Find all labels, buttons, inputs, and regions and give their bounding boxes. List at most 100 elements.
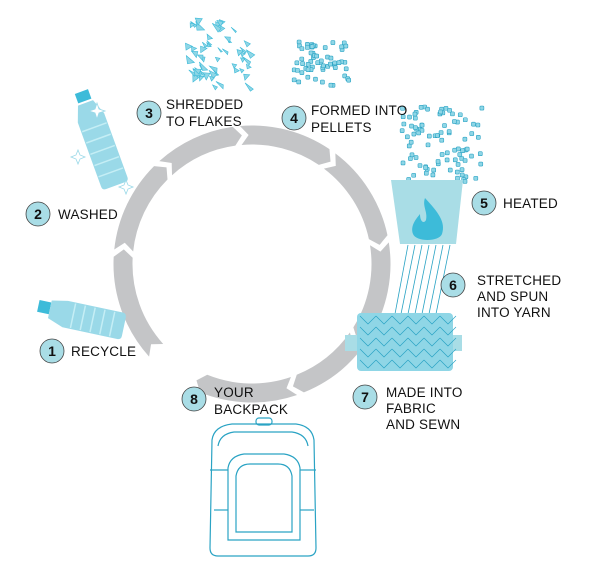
pellet: [417, 163, 423, 168]
backpack-icon: [209, 417, 317, 557]
pellet: [412, 111, 418, 117]
yarn-line: [359, 337, 377, 347]
pellet: [409, 152, 415, 158]
pellet: [438, 130, 444, 135]
cycle-arrow-segment: [113, 249, 164, 357]
flake: [189, 22, 196, 29]
flake: [206, 41, 212, 48]
pellet: [478, 161, 484, 167]
pellet: [296, 79, 302, 85]
pellet: [419, 122, 425, 128]
sparkle-icons: [69, 101, 135, 196]
pellet: [450, 111, 455, 117]
step-number: 5: [480, 195, 488, 211]
pellet: [459, 172, 465, 178]
flake: [208, 75, 215, 82]
flake: [206, 40, 213, 46]
pellet: [400, 114, 406, 120]
pellet: [471, 121, 476, 127]
pellet: [473, 175, 479, 181]
pellet: [418, 104, 424, 110]
flake: [198, 75, 205, 82]
pellet: [475, 122, 481, 128]
pellet: [305, 62, 311, 67]
flake: [231, 63, 238, 69]
pellet: [423, 165, 428, 171]
step-label: WASHED: [58, 207, 118, 222]
cycle-ring: [113, 125, 391, 403]
flake: [230, 26, 237, 34]
pellet: [444, 157, 450, 163]
yarn-line: [391, 315, 409, 325]
pellet: [295, 68, 300, 73]
flake: [245, 63, 252, 70]
flake: [216, 20, 224, 28]
cycle-arrow-segment: [114, 166, 168, 252]
yarn-spool-icon: [345, 313, 462, 371]
flake: [244, 82, 254, 92]
pellets-falling-icon: [399, 104, 485, 184]
pellet: [452, 119, 457, 124]
pellet: [294, 60, 300, 66]
pellet: [328, 55, 334, 61]
flake: [214, 56, 221, 63]
cycle-arrow-segment: [239, 125, 331, 165]
pellet: [457, 112, 463, 118]
yarn-line: [391, 337, 409, 347]
yarn-line: [439, 326, 457, 336]
pellet: [444, 150, 450, 156]
cycle-arrow-segment: [159, 126, 242, 176]
pellet: [309, 44, 315, 49]
yarn-line: [407, 337, 425, 347]
flake: [215, 81, 224, 90]
flake: [222, 48, 229, 56]
pellet: [425, 142, 431, 148]
step-number: 2: [34, 206, 42, 222]
pellet: [305, 74, 311, 80]
pellet: [469, 153, 474, 159]
yarn-line: [423, 326, 441, 336]
pellet: [333, 65, 338, 70]
pellet: [442, 123, 447, 128]
step-label: SHREDDED: [166, 97, 243, 112]
cycle-arrow-segment: [196, 374, 298, 403]
flake: [223, 36, 231, 44]
pellet: [346, 77, 352, 83]
flake: [200, 45, 208, 54]
pellet: [455, 162, 461, 167]
pellet: [320, 79, 325, 85]
pellet: [413, 125, 418, 130]
yarn-line: [407, 326, 425, 336]
yarn-line: [359, 326, 377, 336]
pellet: [343, 66, 349, 72]
bottle-washed-icon: [74, 89, 128, 190]
step-number: 7: [361, 389, 369, 405]
flake: [192, 67, 201, 76]
pellet: [459, 167, 465, 172]
step-6: 6 STRETCHED AND SPUN INTO YARN: [440, 272, 561, 320]
step-label: FABRIC: [386, 401, 436, 416]
flake: [185, 54, 196, 65]
pellet: [299, 46, 305, 51]
step-label: HEATED: [503, 196, 558, 211]
pellet: [439, 152, 445, 157]
yarn-line: [423, 348, 441, 358]
pellet: [477, 151, 483, 156]
pellet: [319, 58, 324, 64]
pellet: [406, 143, 412, 149]
flake: [233, 66, 241, 74]
pellet: [479, 105, 485, 111]
plastic-flakes-icon: [185, 17, 256, 92]
flake: [202, 41, 209, 48]
yarn-line: [423, 337, 441, 347]
pellet: [401, 121, 407, 127]
step-label: YOUR: [214, 385, 254, 400]
pellet: [464, 146, 470, 152]
step-label: PELLETS: [311, 120, 372, 135]
pellet: [462, 179, 468, 184]
step-number: 6: [449, 277, 457, 293]
step-8: 8 YOUR BACKPACK: [181, 385, 288, 417]
yarn-line: [359, 359, 377, 369]
